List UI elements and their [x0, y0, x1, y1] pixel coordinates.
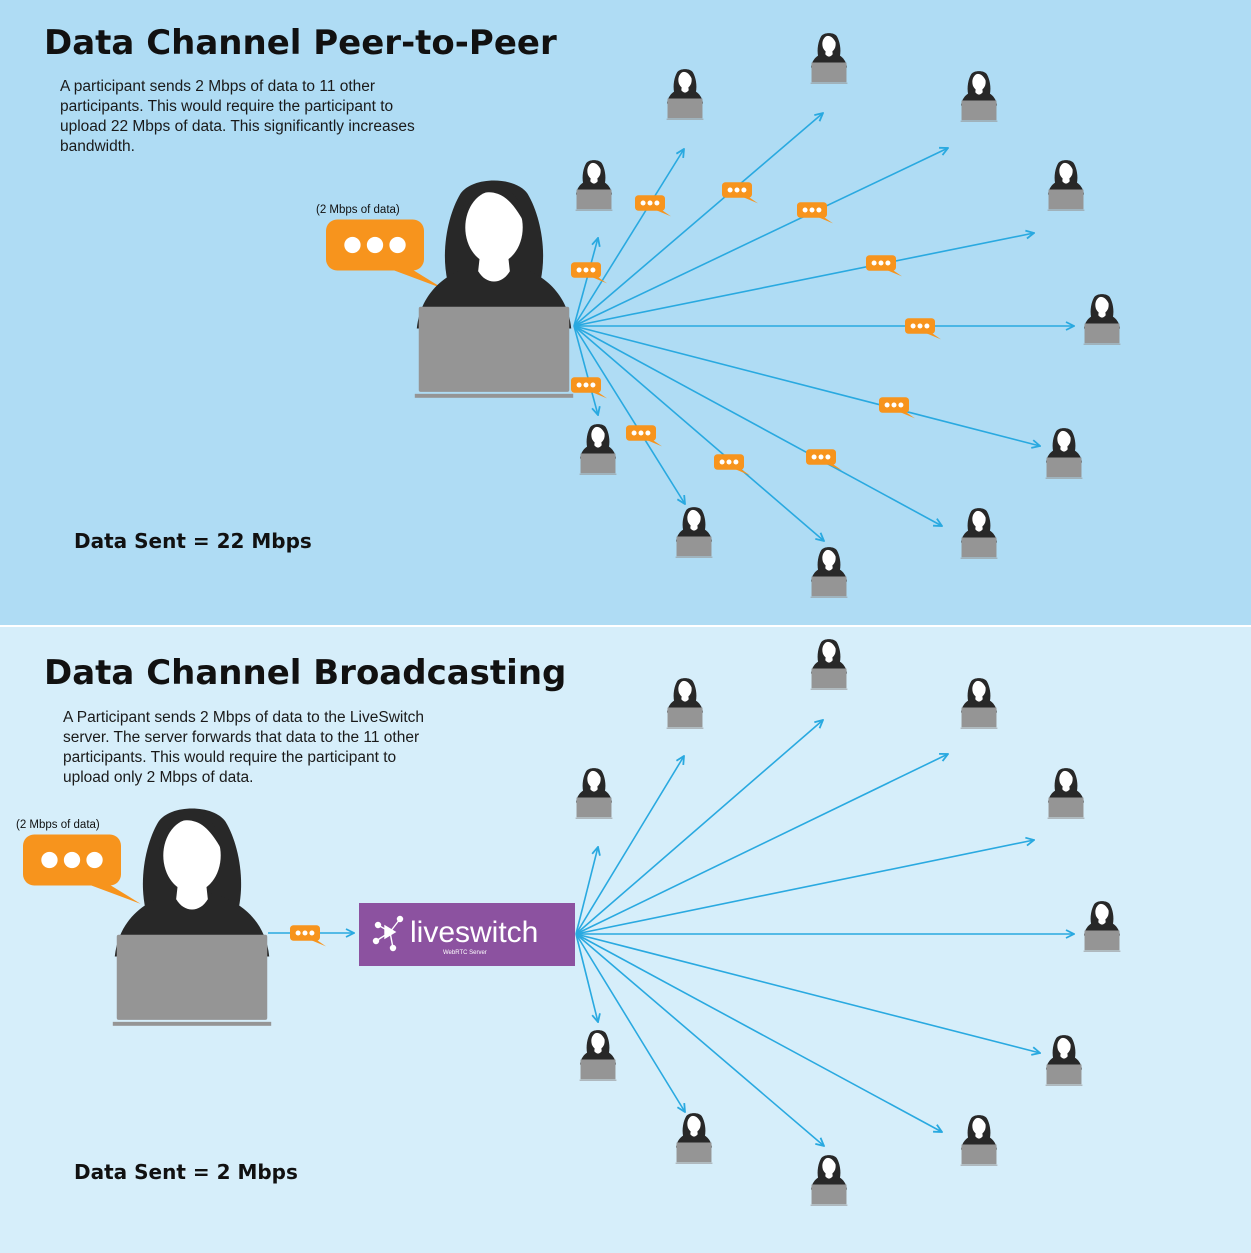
- peer-desc-line-4: bandwidth.: [60, 138, 135, 155]
- peer-participants: [414, 33, 1121, 598]
- broadcast-panel-description: A Participant sends 2 Mbps of data to th…: [63, 709, 428, 786]
- peer-recipient-participant-laptop-icon-1: [575, 160, 613, 211]
- broadcast-arrow-2: [575, 756, 684, 935]
- broadcast-recipient-participant-laptop-icon-8: [960, 1115, 998, 1166]
- peer-panel-description: A participant sends 2 Mbps of data to 11…: [60, 78, 419, 155]
- liveswitch-server: liveswitch WebRTC Server: [359, 903, 575, 966]
- broadcast-bubble-caption: (2 Mbps of data): [16, 819, 100, 831]
- peer-chat-bubble-icon-2: [635, 195, 671, 217]
- broadcast-chat-bubble-icon: [290, 925, 326, 947]
- peer-sender-chat-bubble-icon: [326, 219, 444, 289]
- peer-recipient-participant-laptop-icon-10: [675, 507, 713, 558]
- peer-arrow-2: [573, 149, 684, 327]
- broadcast-recipient-participant-laptop-icon-1: [575, 768, 613, 819]
- peer-chat-bubble-icon-4: [797, 202, 833, 224]
- broadcast-desc-line-1: A Participant sends 2 Mbps of data to th…: [63, 709, 424, 726]
- peer-panel-title: Data Channel Peer-to-Peer: [44, 23, 557, 63]
- peer-recipient-participant-laptop-icon-5: [1047, 160, 1085, 211]
- peer-to-peer-panel: Data Channel Peer-to-Peer A participant …: [0, 0, 1251, 625]
- broadcast-arrow-11: [575, 933, 598, 1022]
- peer-desc-line-1: A participant sends 2 Mbps of data to 11…: [60, 78, 375, 95]
- peer-chat-bubble-icon-1: [571, 262, 607, 284]
- peer-arrow-11: [573, 325, 598, 415]
- peer-recipient-participant-laptop-icon-3: [810, 33, 848, 84]
- broadcast-arrows: [268, 720, 1074, 1146]
- peer-bubble-caption: (2 Mbps of data): [316, 204, 400, 216]
- broadcast-recipient-participant-laptop-icon-10: [675, 1113, 713, 1164]
- broadcast-desc-line-4: upload only 2 Mbps of data.: [63, 769, 253, 786]
- network-node-icon: [372, 915, 404, 952]
- peer-arrow-4: [573, 148, 948, 327]
- broadcast-arrow-9: [575, 933, 824, 1146]
- broadcast-arrow-4: [575, 754, 948, 935]
- broadcast-recipient-participant-laptop-icon-7: [1045, 1035, 1083, 1086]
- broadcast-arrow-8: [575, 933, 942, 1132]
- peer-chat-bubble-icon-10: [626, 425, 662, 447]
- peer-chat-bubble-icon-7: [879, 397, 915, 419]
- server-box: [359, 903, 575, 966]
- broadcast-panel: Data Channel Broadcasting A Participant …: [0, 627, 1251, 1253]
- broadcast-desc-line-2: server. The server forwards that data to…: [63, 729, 419, 746]
- peer-sender-participant-laptop-icon: [414, 180, 574, 398]
- broadcast-recipient-participant-laptop-icon-2: [666, 678, 704, 729]
- broadcast-recipient-participant-laptop-icon-3: [810, 639, 848, 690]
- broadcast-recipient-participant-laptop-icon-6: [1083, 901, 1121, 952]
- broadcast-desc-line-3: participants. This would require the par…: [63, 749, 396, 766]
- peer-recipient-participant-laptop-icon-9: [810, 547, 848, 598]
- peer-recipient-participant-laptop-icon-6: [1083, 294, 1121, 345]
- broadcast-arrow-3: [575, 720, 823, 935]
- broadcast-arrow-10: [575, 933, 685, 1112]
- peer-chat-bubble-icon-5: [866, 255, 902, 277]
- peer-recipient-participant-laptop-icon-11: [579, 424, 617, 475]
- peer-arrows: [573, 113, 1074, 541]
- peer-recipient-participant-laptop-icon-4: [960, 71, 998, 122]
- peer-desc-line-3: upload 22 Mbps of data. This significant…: [60, 118, 415, 135]
- peer-arrow-10: [573, 325, 685, 504]
- broadcast-sender-chat-bubble-icon: [23, 834, 141, 904]
- broadcast-message-bubbles: [23, 834, 326, 947]
- peer-chat-bubble-icon-6: [905, 318, 941, 340]
- broadcast-recipient-participant-laptop-icon-5: [1047, 768, 1085, 819]
- peer-message-bubbles: [326, 182, 941, 476]
- peer-arrow-1: [573, 238, 598, 327]
- peer-desc-line-2: participants. This would require the par…: [60, 98, 393, 115]
- peer-chat-bubble-icon-9: [714, 454, 750, 476]
- broadcast-data-sent: Data Sent = 2 Mbps: [74, 1160, 298, 1184]
- peer-recipient-participant-laptop-icon-2: [666, 69, 704, 120]
- broadcast-participants: [112, 639, 1121, 1206]
- broadcast-recipient-participant-laptop-icon-11: [579, 1030, 617, 1081]
- broadcast-recipient-participant-laptop-icon-4: [960, 678, 998, 729]
- peer-chat-bubble-icon-11: [571, 377, 607, 399]
- peer-arrow-7: [573, 325, 1040, 446]
- peer-chat-bubble-icon-3: [722, 182, 758, 204]
- peer-arrow-9: [573, 325, 824, 541]
- peer-chat-bubble-icon-8: [806, 449, 842, 471]
- broadcast-recipient-participant-laptop-icon-9: [810, 1155, 848, 1206]
- peer-panel-background: [0, 0, 1251, 625]
- peer-recipient-participant-laptop-icon-7: [1045, 428, 1083, 479]
- peer-arrow-8: [573, 325, 942, 526]
- broadcast-sender-participant-laptop-icon: [112, 808, 272, 1026]
- broadcast-arrow-7: [575, 933, 1040, 1053]
- peer-data-sent: Data Sent = 22 Mbps: [74, 529, 312, 553]
- peer-arrow-3: [573, 113, 823, 327]
- server-logo-text: liveswitch: [410, 916, 538, 949]
- broadcast-panel-title: Data Channel Broadcasting: [44, 653, 566, 693]
- server-logo-subtext: WebRTC Server: [443, 950, 487, 956]
- peer-recipient-participant-laptop-icon-8: [960, 508, 998, 559]
- peer-arrow-5: [573, 233, 1034, 327]
- broadcast-arrow-1: [575, 847, 598, 935]
- broadcast-arrow-5: [575, 840, 1034, 935]
